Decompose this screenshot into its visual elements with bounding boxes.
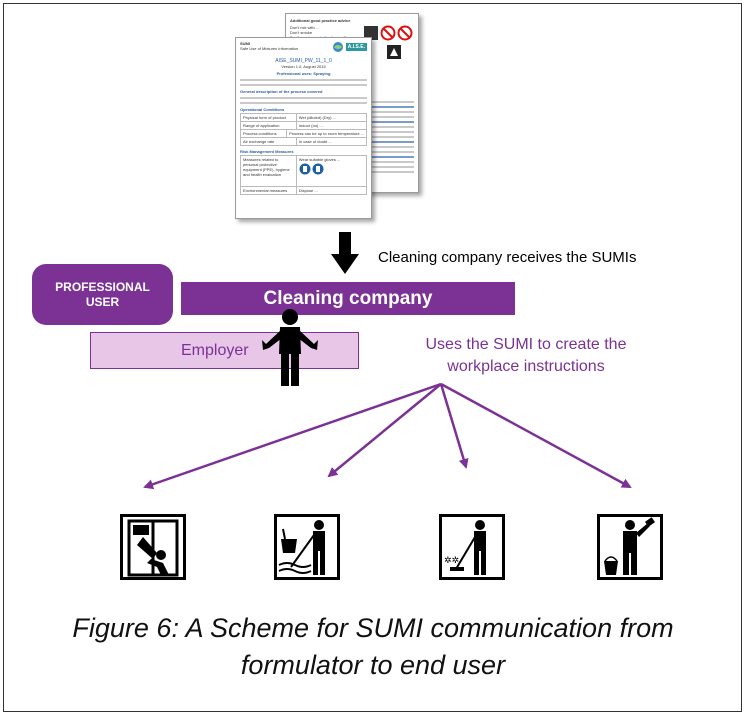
doc-back-line: Don't mix with ...: [290, 25, 320, 30]
doc-cell: In case of doubt ...: [297, 138, 367, 145]
window-cleaning-icon: [127, 519, 179, 577]
doc-cell: Environmental measures: [240, 187, 297, 194]
ppe-pictogram-icon: [299, 163, 324, 175]
arrow-to-window-cleaning: [143, 382, 442, 490]
doc-code: AISE_SUMI_PW_11_1_0: [275, 58, 332, 64]
doc-cell: Indoor (no) ...: [297, 122, 367, 129]
doc-cell: Air exchange rate: [240, 138, 297, 145]
uses-sumi-label: Uses the SUMI to create the workplace in…: [425, 336, 627, 375]
doc-back-line: Don't smoke: [290, 30, 313, 35]
arrow-to-bucket-worker: [440, 382, 632, 489]
doc-version: Version 1.0, August 2015: [281, 64, 326, 69]
doc-back-header: Additional good practice advice: [290, 18, 351, 23]
doc-brand: SUMI: [240, 41, 250, 46]
globe-logo-icon: [332, 42, 343, 52]
doc-section-general: General description of the process cover…: [240, 89, 323, 94]
window-cleaning-pictogram: [120, 514, 186, 580]
down-arrow: [331, 232, 359, 274]
aise-logo: A.I.S.E.: [345, 43, 367, 51]
employer-figure-icon: [262, 309, 318, 386]
employer-bar: Employer: [90, 332, 359, 369]
employer-label: Employer: [181, 341, 249, 359]
sumi-document-front: SUMI Safe Use of Mixtures Information A.…: [235, 37, 372, 219]
doc-brand-sub: Safe Use of Mixtures Information: [240, 46, 299, 51]
doc-cell: Dispose ...: [297, 187, 367, 194]
bucket-worker-pictogram: [597, 514, 663, 580]
doc-cell: Wear suitable gloves ...: [298, 157, 341, 162]
receive-label: Cleaning company receives the SUMIs: [378, 249, 637, 266]
doc-section-risk: Risk Management Measures: [240, 149, 294, 154]
arrow-to-floor-mopping: [327, 383, 442, 478]
floor-sweeping-pictogram: ✲✲: [439, 514, 505, 580]
svg-text:✲✲: ✲✲: [444, 556, 459, 566]
figure-caption: Figure 6: A Scheme for SUMI communicatio…: [72, 613, 674, 680]
arrow-to-floor-sweeping: [439, 383, 469, 469]
hazard-pictogram-icon: [387, 45, 401, 59]
floor-sweeping-icon: ✲✲: [444, 520, 486, 575]
floor-mopping-icon: [278, 520, 325, 575]
doc-cell: Process conditions: [240, 130, 288, 137]
prohibition-signs-icon: [364, 25, 413, 41]
cleaning-company-bar: Cleaning company: [181, 282, 515, 315]
doc-cell: Process can be up to room temperature ..…: [287, 130, 367, 137]
doc-cell: Physical form of product: [240, 114, 297, 121]
doc-title: Professional uses: Spraying: [276, 71, 331, 76]
bucket-worker-icon: [604, 517, 655, 575]
floor-mopping-pictogram: [274, 514, 340, 580]
doc-cell: Measures related to personal protective …: [240, 156, 297, 186]
doc-cell: Wet (diluted) (Dry) ...: [297, 114, 367, 121]
doc-risk-table: Measures related to personal protective …: [240, 155, 367, 195]
doc-section-operational: Operational Conditions: [240, 107, 285, 112]
professional-user-badge: PROFESSIONAL USER: [32, 264, 173, 325]
doc-cell: Range of application: [240, 122, 297, 129]
